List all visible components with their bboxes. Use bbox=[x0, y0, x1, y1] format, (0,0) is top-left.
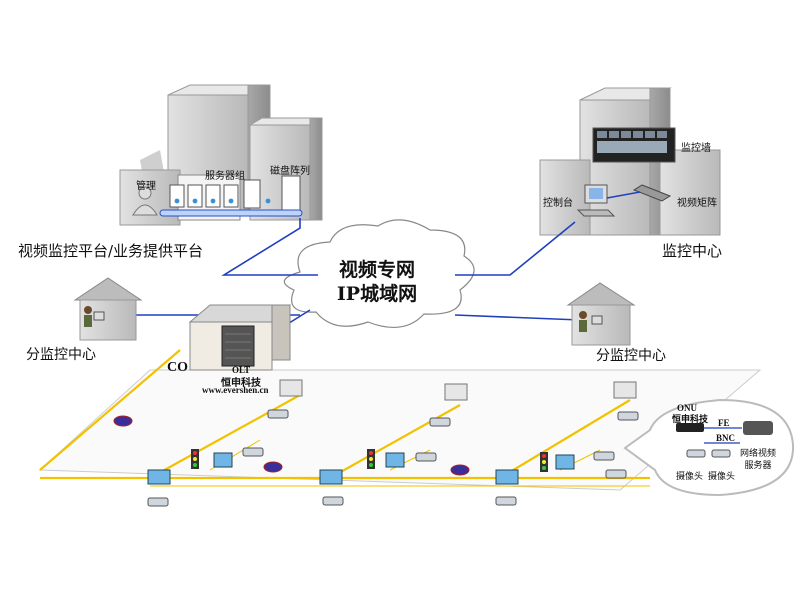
branch-center-left-label: 分监控中心 bbox=[26, 347, 96, 363]
traffic-lights bbox=[191, 449, 548, 472]
fe-label: FE bbox=[718, 418, 730, 428]
video-server-line1: 网络视频 bbox=[740, 449, 777, 459]
onu-label: ONU bbox=[677, 403, 697, 413]
platform-building bbox=[119, 84, 323, 226]
olt-building bbox=[188, 304, 292, 371]
video-server-line2: 服务器 bbox=[744, 461, 772, 471]
monitor-center-title: 监控中心 bbox=[662, 242, 723, 260]
monitor-center-building bbox=[539, 87, 721, 236]
server-group-label: 服务器组 bbox=[205, 171, 245, 182]
onu-brand: 恒申科技 bbox=[672, 414, 709, 424]
monitor-wall-label: 监控墙 bbox=[681, 143, 711, 154]
cameras bbox=[147, 409, 639, 507]
video-server-label: 网络视频 服务器 bbox=[740, 448, 776, 472]
co-label: CO bbox=[167, 360, 188, 375]
cars bbox=[113, 415, 470, 476]
branch-house-right bbox=[566, 282, 636, 346]
disk-array-label: 磁盘阵列 bbox=[270, 166, 310, 177]
platform-title: 视频监控平台/业务提供平台 bbox=[18, 242, 204, 260]
splitters bbox=[147, 452, 575, 485]
console-label: 控制台 bbox=[543, 198, 573, 209]
olt-url: www.evershen.cn bbox=[202, 385, 269, 395]
matrix-label: 视频矩阵 bbox=[677, 198, 717, 209]
manage-label: 管理 bbox=[136, 181, 156, 192]
cloud-shape bbox=[283, 219, 475, 328]
camera-label-1: 摄像头 bbox=[676, 472, 704, 482]
branch-center-right-label: 分监控中心 bbox=[596, 348, 666, 364]
olt-brand: 恒申科技 bbox=[221, 378, 261, 389]
onu-callout bbox=[623, 398, 795, 497]
branch-house-left bbox=[73, 277, 143, 341]
cloud-line1: 视频专网 bbox=[338, 259, 415, 281]
cloud-line2: IP城域网 bbox=[336, 283, 418, 305]
camera-label-2: 摄像头 bbox=[708, 472, 736, 482]
cloud-label: 视频专网 IP城域网 bbox=[322, 258, 432, 306]
fiber-lines bbox=[39, 349, 650, 487]
olt-label: OLT bbox=[232, 365, 251, 375]
bnc-label: BNC bbox=[716, 433, 736, 443]
roadside-cabinets bbox=[279, 379, 637, 401]
